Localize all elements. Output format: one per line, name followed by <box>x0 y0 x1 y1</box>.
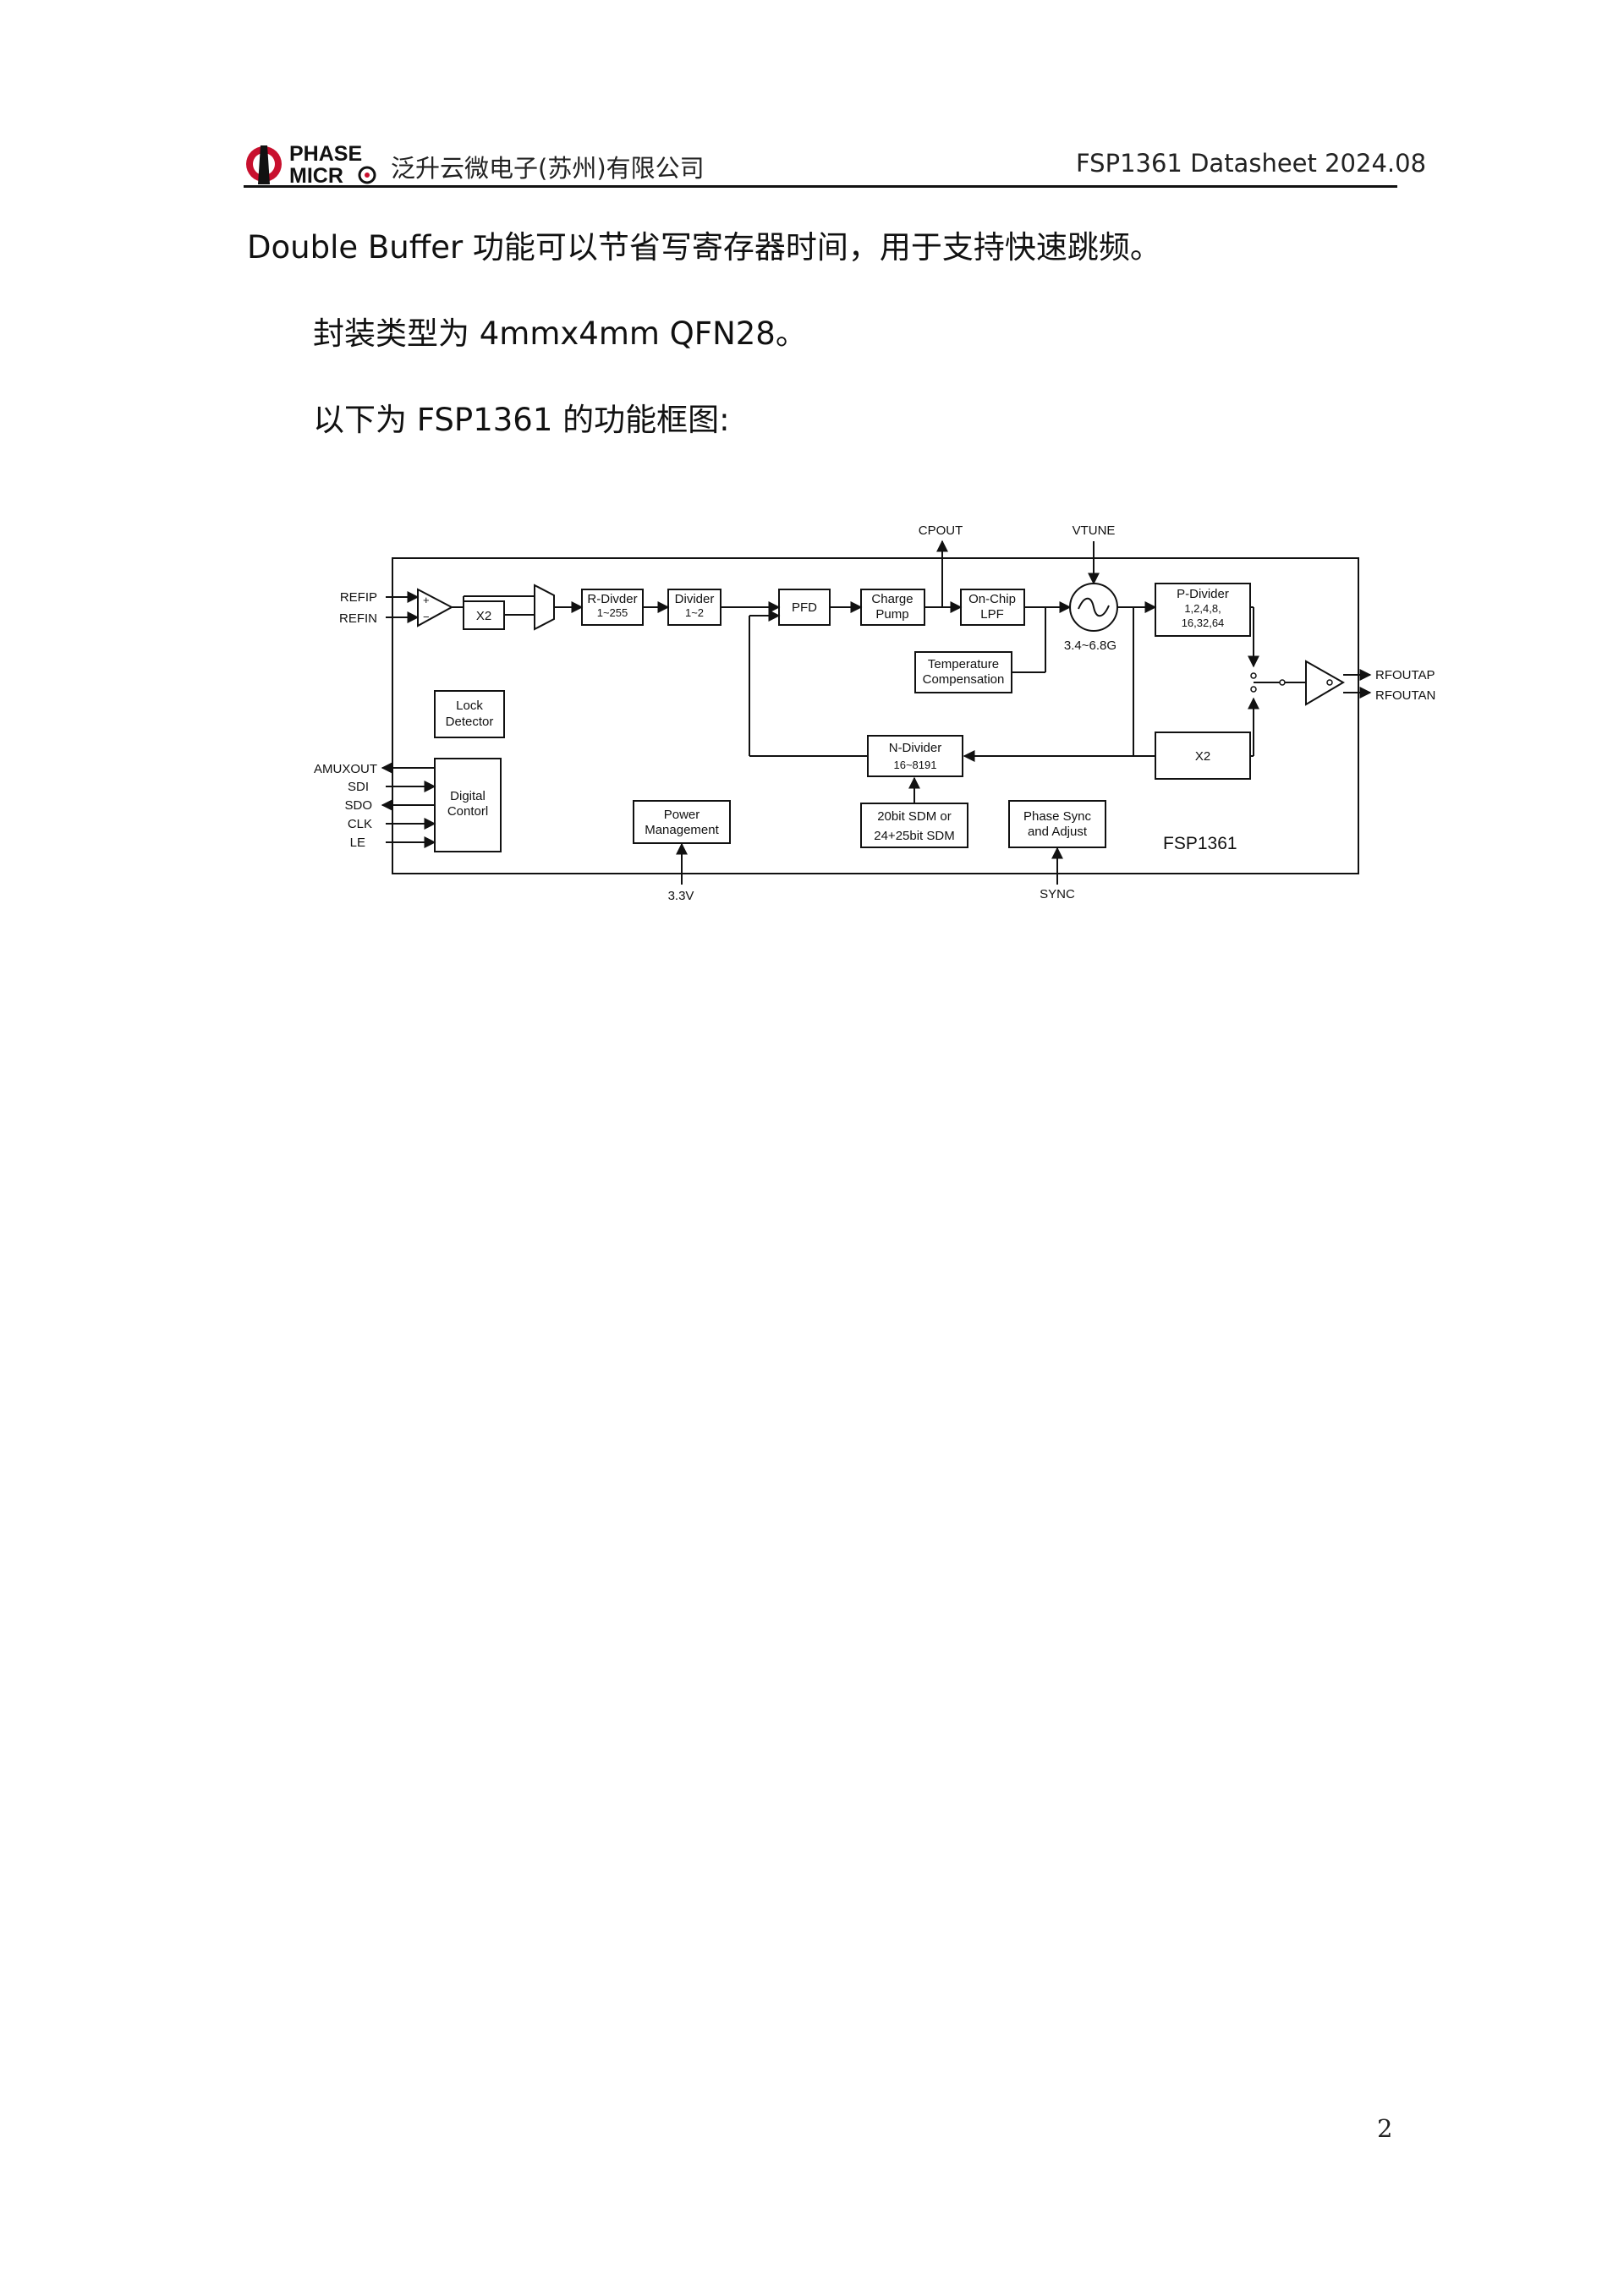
charge-pump-label-2: Pump <box>875 607 908 622</box>
digital-control-label-1: Digital <box>450 789 486 803</box>
vco-tilde-icon <box>1078 597 1110 617</box>
temp-comp-label-2: Compensation <box>923 672 1005 687</box>
ref-mux <box>534 584 555 631</box>
sdm-label-2: 24+25bit SDM <box>874 829 954 843</box>
phase-sync-label-1: Phase Sync <box>1023 809 1092 824</box>
pin-refin: REFIN <box>339 611 377 626</box>
temp-comp-label-1: Temperature <box>928 657 999 671</box>
p-divider-values-2: 16,32,64 <box>1182 616 1225 629</box>
pin-refip: REFIP <box>340 590 377 605</box>
charge-pump-label-1: Charge <box>871 592 913 606</box>
logo-text-top: PHASE <box>289 142 362 166</box>
lock-detector-block <box>434 690 505 738</box>
power-label-1: Power <box>664 808 700 822</box>
phase-micro-logo: PHASE MICR <box>246 142 376 186</box>
digital-control-label-2: Contorl <box>447 804 488 819</box>
lock-detector-label-2: Detector <box>446 715 494 729</box>
pin-3v3: 3.3V <box>668 889 694 903</box>
power-label-2: Management <box>645 823 719 837</box>
lpf-label-2: LPF <box>980 607 1004 622</box>
vco-range-label: 3.4~6.8G <box>1064 638 1116 653</box>
pin-cpout: CPOUT <box>919 523 963 538</box>
lock-detector-label-1: Lock <box>456 699 483 713</box>
paragraph-package: 封装类型为 4mmx4mm QFN28。 <box>313 315 807 352</box>
pin-rfoutan: RFOUTAN <box>1375 688 1435 703</box>
divider-range: 1~2 <box>685 606 704 619</box>
r-divider-label: R-Divder <box>587 592 637 606</box>
p-divider-label: P-Divider <box>1177 587 1229 601</box>
document-title: FSP1361 Datasheet 2024.08 <box>1076 149 1427 178</box>
page-number: 2 <box>1377 2114 1393 2143</box>
pin-rfoutap: RFOUTAP <box>1375 668 1435 682</box>
pin-vtune: VTUNE <box>1073 523 1116 538</box>
pin-le: LE <box>350 836 365 850</box>
n-divider-range: 16~8191 <box>894 759 937 771</box>
pin-clk: CLK <box>348 817 372 831</box>
company-name: 泛升云微电子(苏州)有限公司 <box>391 154 705 183</box>
x2-ref-label: X2 <box>476 609 491 623</box>
pin-sync: SYNC <box>1040 887 1075 901</box>
chip-outline <box>392 557 1359 874</box>
divider-label: Divider <box>675 592 715 606</box>
logo-text-bottom: MICR <box>289 164 343 186</box>
buffer-plus: + <box>423 594 430 606</box>
pin-amuxout: AMUXOUT <box>314 762 377 776</box>
pfd-label: PFD <box>792 600 817 615</box>
output-buffer-triangle <box>1305 660 1345 706</box>
phase-sync-label-2: and Adjust <box>1028 825 1088 839</box>
paragraph-diagram-intro: 以下为 FSP1361 的功能框图: <box>313 402 730 438</box>
functional-block-diagram: CPOUT VTUNE REFIP REFIN AMUXOUT SDI SDO … <box>314 523 1435 903</box>
n-divider-label: N-Divider <box>889 741 942 755</box>
lpf-label-1: On-Chip <box>968 592 1016 606</box>
r-divider-range: 1~255 <box>597 606 628 619</box>
x2-out-label: X2 <box>1195 749 1210 764</box>
header-divider <box>244 185 1397 188</box>
pin-sdi: SDI <box>348 780 369 794</box>
pin-sdo: SDO <box>344 798 372 813</box>
chip-name-label: FSP1361 <box>1163 834 1237 853</box>
paragraph-double-buffer: Double Buffer 功能可以节省写寄存器时间，用于支持快速跳频。 <box>247 229 1161 266</box>
ref-buffer-triangle <box>417 588 454 627</box>
buffer-minus: − <box>423 611 430 623</box>
p-divider-values-1: 1,2,4,8, <box>1184 602 1221 615</box>
sdm-label-1: 20bit SDM or <box>877 809 952 824</box>
